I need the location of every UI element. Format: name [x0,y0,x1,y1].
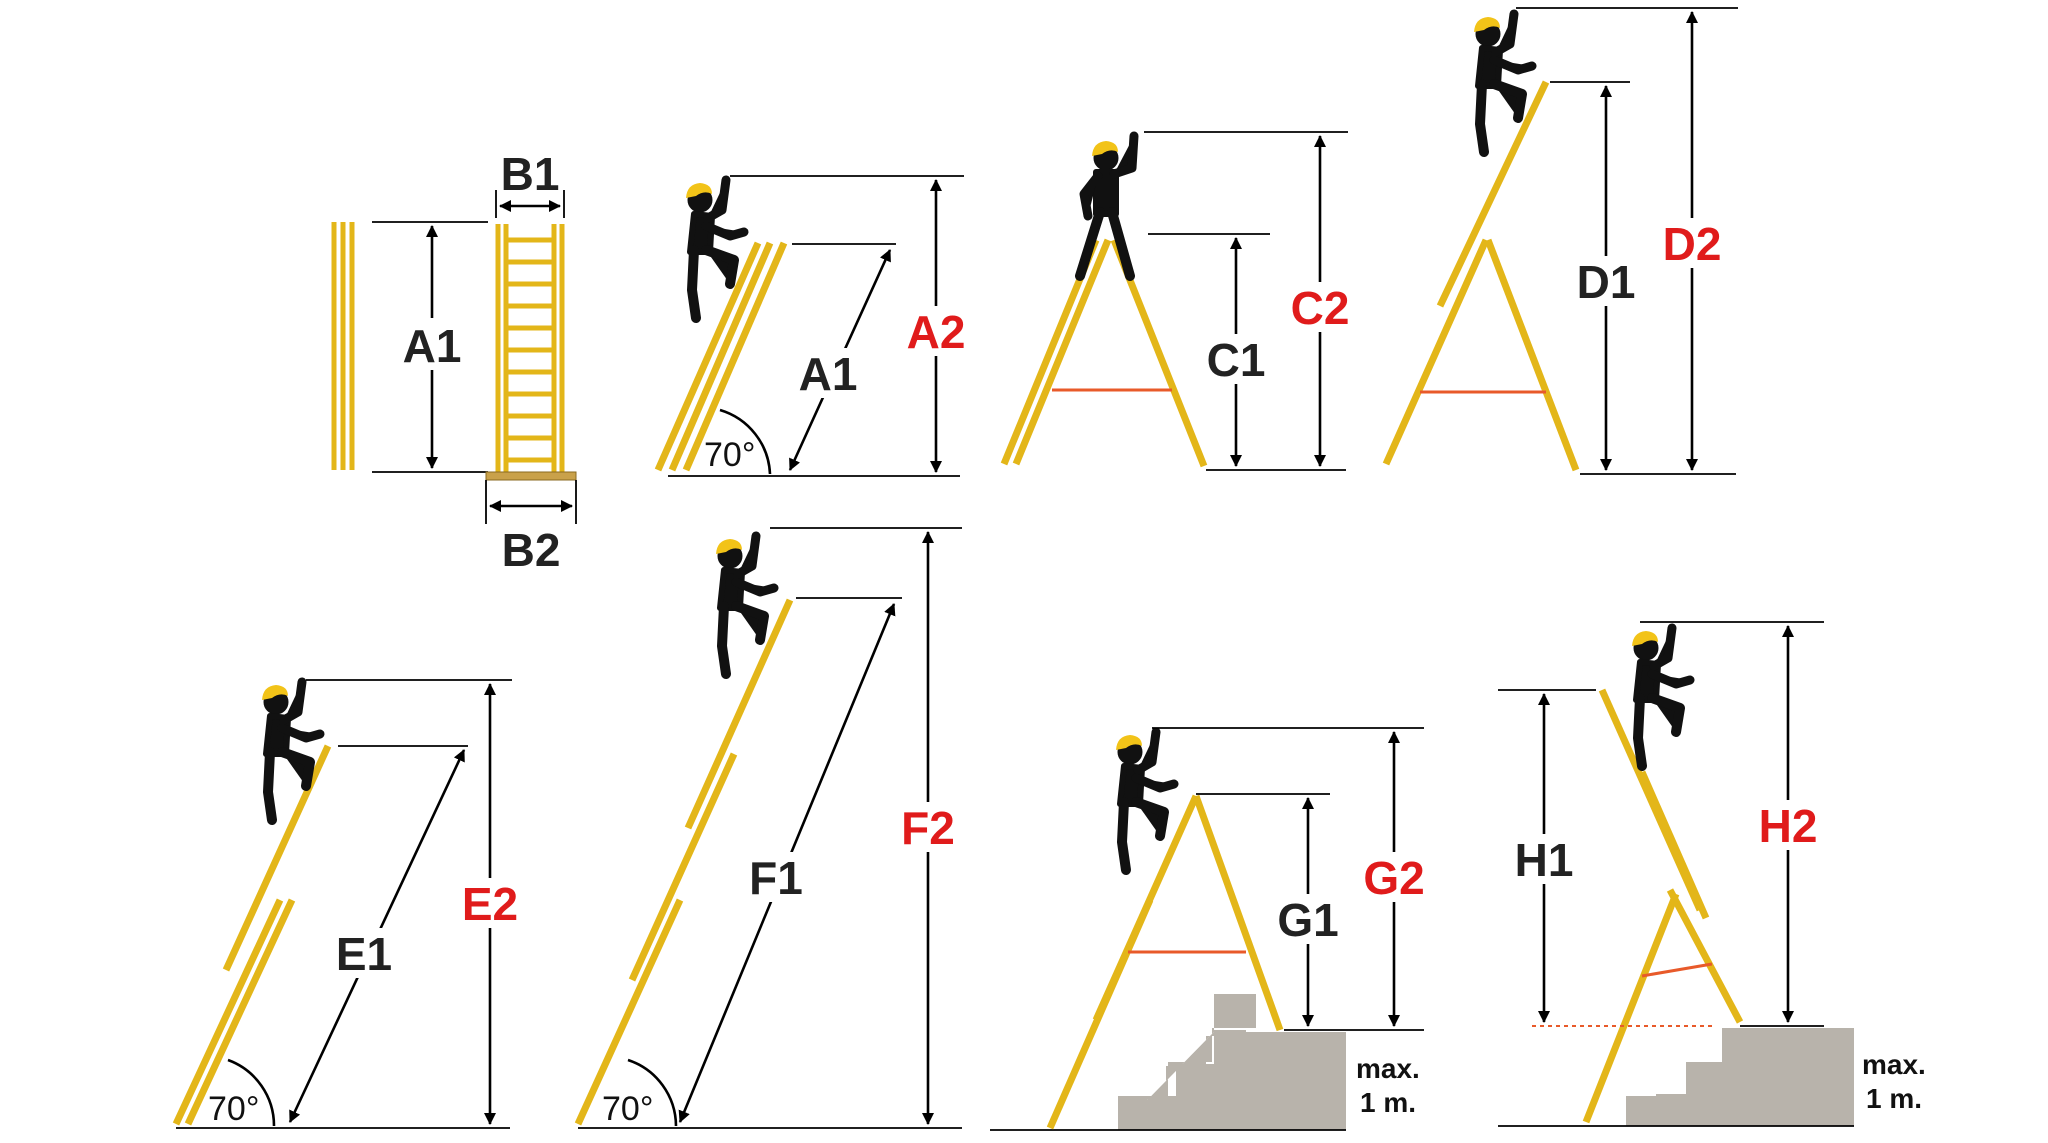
label-a1: A1 [799,348,858,400]
label-c1: C1 [1207,334,1266,386]
angle-arc [227,1058,276,1127]
panel-a-frame-on-stairs: G1 G2 max. 1 m. [990,728,1428,1131]
label-h2: H2 [1759,800,1818,852]
ladder-rungs [506,237,554,463]
stabilizer-bar [485,471,577,481]
label-e1: E1 [336,928,392,980]
label-a1: A1 [403,320,462,372]
stairs-note-line1: max. [1356,1053,1420,1084]
stairs-note-line1: max. [1862,1049,1926,1080]
label-d1: D1 [1577,256,1636,308]
panel-a-frame-low: C1 C2 [1000,132,1354,471]
stairs [1118,1032,1346,1130]
label-h1: H1 [1515,834,1574,886]
angle-label: 70° [602,1090,653,1128]
stairs [1626,1028,1854,1126]
label-a2: A2 [907,306,966,358]
label-backdrop [400,318,464,370]
label-b2: B2 [502,524,561,576]
label-d2: D2 [1663,218,1722,270]
panel-extended-a-frame-on-stairs: H1 H2 max. 1 m. [1498,621,1926,1127]
angle-arc [627,1058,678,1127]
label-f1: F1 [749,852,803,904]
label-f2: F2 [901,802,955,854]
stairs-note-line2: 1 m. [1360,1087,1416,1118]
climber-figure [1116,732,1174,870]
label-g2: G2 [1363,852,1424,904]
climber-figure [1632,628,1690,766]
panel-front-view: B1 B2 [485,148,577,576]
panel-three-section-leaning: 70° F1 F2 [574,527,962,1129]
angle-label: 70° [208,1090,259,1128]
stairs-note-line2: 1 m. [1866,1083,1922,1114]
standing-figure [1080,136,1134,276]
panel-side-view: A1 [331,221,488,473]
panel-a-frame-extended: D1 D2 [1382,7,1738,475]
label-b1: B1 [501,148,560,200]
climber-figure [262,682,320,820]
panel-leaning-ladder: 70° A1 A2 [654,176,970,477]
label-c2: C2 [1291,282,1350,334]
safety-strap [1641,962,1713,978]
angle-arc [719,408,772,475]
angle-label: 70° [704,436,755,474]
label-g1: G1 [1277,894,1338,946]
panel-two-section-leaning: 70° E1 E2 [172,680,524,1129]
label-e2: E2 [462,878,518,930]
